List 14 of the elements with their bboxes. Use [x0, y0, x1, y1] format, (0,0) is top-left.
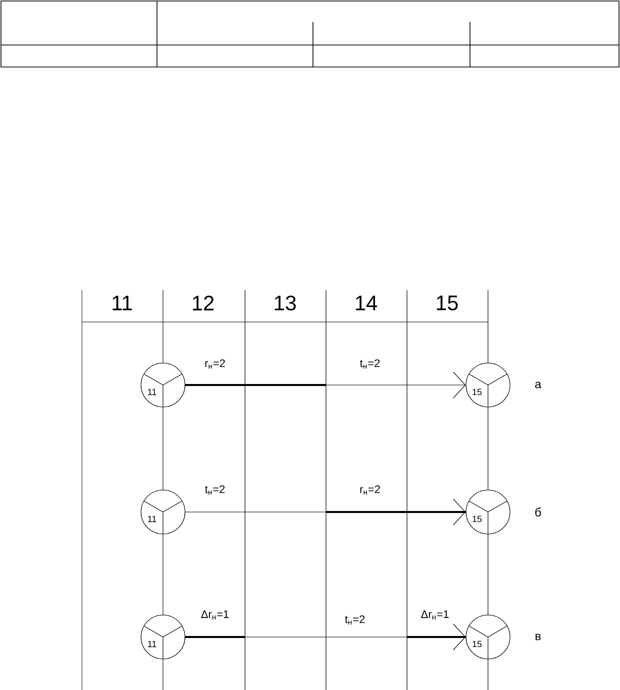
duration-label: r$_{н}$=2 [360, 485, 380, 495]
column-number: 13 [274, 296, 296, 310]
column-number: 12 [192, 296, 214, 310]
row-letter: а [535, 382, 542, 388]
column-number: 11 [112, 296, 132, 310]
arrow [185, 372, 466, 398]
arrow [185, 624, 466, 650]
column-number: 15 [436, 296, 458, 310]
arrow [185, 498, 466, 526]
row-letter: б [535, 508, 541, 516]
column-number: 14 [356, 296, 378, 310]
duration-label: t$_{н}$=2 [345, 615, 365, 625]
duration-label: t$_{н}$=2 [360, 359, 380, 369]
row-letter: в [536, 634, 541, 640]
